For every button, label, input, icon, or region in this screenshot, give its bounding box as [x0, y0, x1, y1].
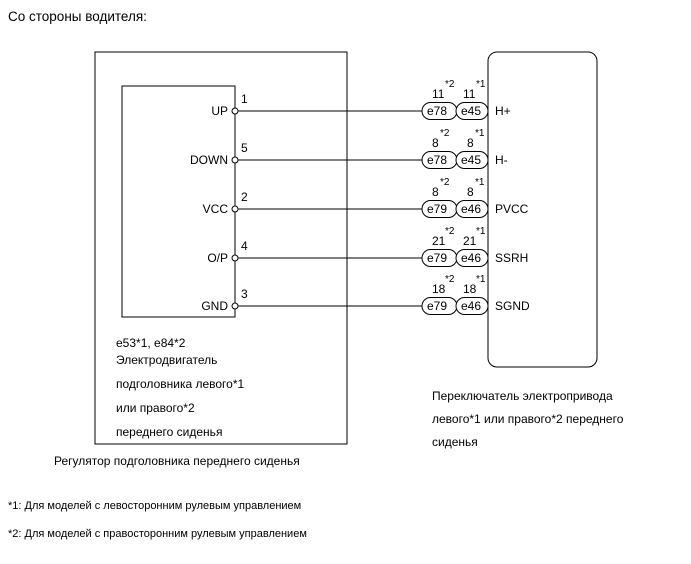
pin-number-sgnd: 3	[241, 287, 248, 301]
left-component-inner-box	[121, 85, 236, 318]
signal-label-sgnd: SGND	[495, 299, 530, 313]
left-component-id: e53*1, e84*2	[116, 336, 186, 350]
connector-b-note-sgnd: *1	[476, 274, 486, 285]
right-component-caption-line-1: Переключатель электропривода	[432, 389, 613, 403]
connector-b-pin-hplus: 11	[463, 87, 476, 101]
connector-b-pin-hminus: 8	[467, 136, 474, 150]
connector-b-label-sgnd: e46	[461, 299, 482, 313]
pin-circle-hminus	[231, 156, 239, 164]
heading: Со стороны водителя:	[8, 9, 147, 24]
connector-b-pin-sgnd: 18	[463, 282, 477, 296]
connector-a-pin-hminus: 8	[432, 136, 439, 150]
connector-a-pin-ssrh: 21	[432, 234, 446, 248]
connector-b-label-hplus: e45	[461, 104, 482, 118]
pin-circle-ssrh	[231, 254, 239, 262]
connector-b-label-pvcc: e46	[461, 202, 482, 216]
connector-a-label-sgnd: e79	[427, 299, 448, 313]
left-component-name-line-4: переднего сиденья	[116, 425, 223, 439]
connector-b-ssrh	[455, 249, 489, 267]
pin-circle-pvcc	[231, 205, 239, 213]
connector-b-note-hminus: *1	[475, 128, 485, 139]
connector-a-note-hminus: *2	[440, 128, 450, 139]
connector-a-pin-sgnd: 18	[432, 282, 446, 296]
signal-label-hminus: H-	[495, 153, 508, 167]
connector-b-pin-ssrh: 21	[463, 234, 477, 248]
connector-a-label-ssrh: e79	[427, 251, 448, 265]
pin-label-ssrh: O/P	[207, 251, 228, 265]
connector-b-sgnd	[455, 297, 489, 315]
right-component-caption-line-2: левого*1 или правого*2 переднего	[432, 412, 624, 426]
pin-number-hplus: 1	[241, 92, 248, 106]
connector-b-pvcc	[455, 200, 489, 218]
signal-label-ssrh: SSRH	[495, 251, 529, 265]
connector-b-label-ssrh: e46	[461, 251, 482, 265]
connector-a-label-hplus: e78	[427, 104, 448, 118]
pin-circle-hplus	[231, 107, 239, 115]
left-component-name-line-2: подголовника левого*1	[116, 377, 245, 391]
pin-label-hminus: DOWN	[190, 153, 228, 167]
connector-b-hplus	[455, 102, 489, 120]
pin-label-pvcc: VCC	[202, 202, 228, 216]
connector-b-hminus	[455, 151, 489, 169]
connector-b-note-pvcc: *1	[475, 177, 485, 188]
footnote-1: *1: Для моделей с левосторонним рулевым …	[8, 500, 302, 512]
footnote-2: *2: Для моделей с правосторонним рулевым…	[8, 528, 307, 540]
left-component-caption: Регулятор подголовника переднего сиденья	[54, 454, 300, 468]
left-component-outer-box	[94, 51, 348, 445]
pin-number-pvcc: 2	[241, 190, 248, 204]
pin-number-hminus: 5	[241, 141, 248, 155]
connector-a-note-hplus: *2	[445, 79, 455, 90]
connector-a-label-pvcc: e79	[427, 202, 448, 216]
connector-b-note-ssrh: *1	[476, 226, 486, 237]
connector-b-pin-pvcc: 8	[467, 185, 474, 199]
left-component-name-line-1: Электродвигатель	[116, 353, 218, 367]
signal-label-hplus: H+	[495, 104, 511, 118]
right-component-caption-line-3: сиденья	[432, 435, 478, 449]
connector-a-pin-pvcc: 8	[432, 185, 439, 199]
connector-a-note-pvcc: *2	[440, 177, 450, 188]
pin-label-sgnd: GND	[201, 299, 228, 313]
connector-b-label-hminus: e45	[461, 153, 482, 167]
pin-circle-sgnd	[231, 302, 239, 310]
connector-a-note-ssrh: *2	[445, 226, 455, 237]
connector-a-note-sgnd: *2	[445, 274, 455, 285]
wire-layer	[231, 102, 489, 315]
connector-a-label-hminus: e78	[427, 153, 448, 167]
pin-label-hplus: UP	[211, 104, 228, 118]
pin-number-ssrh: 4	[241, 239, 248, 253]
signal-label-pvcc: PVCC	[495, 202, 529, 216]
connector-b-note-hplus: *1	[476, 79, 486, 90]
left-component-name-line-3: или правого*2	[116, 401, 195, 415]
connector-a-pin-hplus: 11	[432, 87, 445, 101]
